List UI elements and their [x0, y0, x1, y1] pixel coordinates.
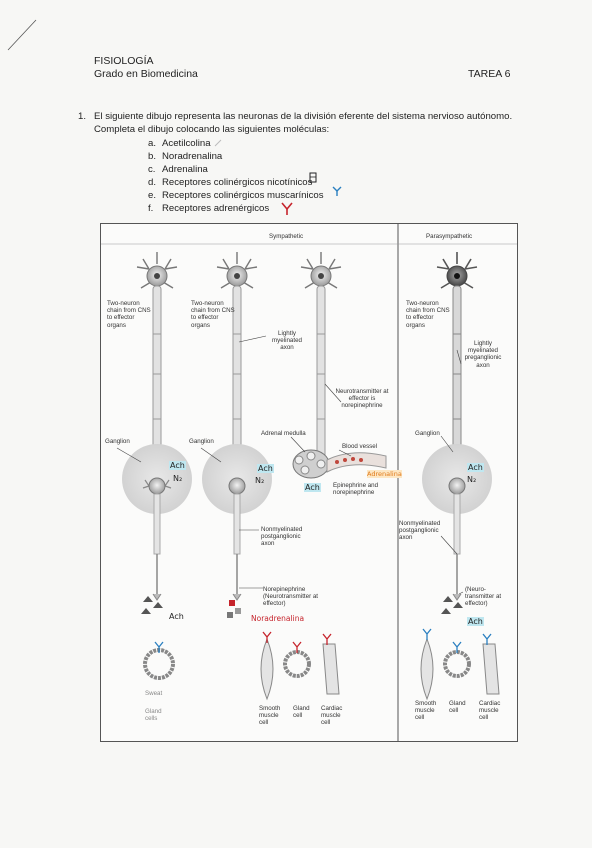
- gland-cell-label-2: Gland cell: [449, 700, 466, 715]
- two-neuron-chain-label-1: Two-neuron chain from CNS to effector or…: [107, 300, 151, 329]
- ganglion-4: [422, 444, 492, 555]
- nonmyelinated-label-1: Nonmyelinated postganglionic axon: [261, 526, 303, 548]
- neuron-2: [216, 252, 258, 467]
- neurotransmitter-label: Neurotransmitter at effector is norepine…: [335, 388, 389, 410]
- option-c: c.Adrenalina: [148, 164, 208, 175]
- transmitter-cluster-1: [141, 596, 163, 614]
- ganglion-label-1: Ganglion: [105, 438, 130, 445]
- n2-annotation-1: N₂: [173, 474, 183, 483]
- smooth-muscle-drawing-2: [420, 628, 434, 701]
- cardiac-muscle-drawing-2: [482, 633, 500, 695]
- blood-vessel-drawing: [326, 452, 387, 473]
- question-number: 1.: [78, 111, 87, 122]
- lightly-myelinated-pre-label: Lightly myelinated preganglionic axon: [464, 340, 502, 369]
- nicotinic-receptor-icon: [309, 172, 317, 183]
- ganglion-label-2: Ganglion: [189, 438, 214, 445]
- ach-annotation-2: Ach: [257, 464, 274, 473]
- cardiac-muscle-label: Cardiac muscle cell: [321, 705, 343, 727]
- sweat-gland-drawing: [143, 641, 175, 680]
- question-line-1: El siguiente dibujo representa las neuro…: [94, 111, 513, 122]
- acetylcholine-mark-icon: [214, 139, 222, 147]
- adrenergic-receptor-icon: [281, 202, 293, 215]
- gland-cell-drawing-2: [443, 641, 471, 678]
- ach-annotation-5: Ach: [169, 612, 184, 621]
- n2-annotation-2: N₂: [255, 476, 265, 485]
- adrenalina-annotation: Adrenalina: [367, 470, 402, 478]
- option-e: e.Receptores colinérgicos muscarínicos: [148, 190, 324, 201]
- option-f: f.Receptores adrenérgicos: [148, 203, 270, 214]
- degree-title: Grado en Biomedicina: [94, 68, 198, 80]
- transmitter-cluster-2: [227, 600, 241, 618]
- gland-cell-label: Gland cell: [293, 705, 310, 720]
- option-symbols: [214, 139, 342, 215]
- transmitter-cluster-4: [441, 596, 463, 614]
- question-line-2: Completa el dibujo colocando las siguien…: [94, 124, 330, 135]
- adrenal-medulla-drawing: [292, 449, 330, 479]
- autonomic-figure: Sympathetic Parasympathetic Two-neuron c…: [100, 223, 518, 742]
- option-b: b.Noradrenalina: [148, 151, 223, 162]
- ach-annotation-3: Ach: [304, 483, 321, 492]
- smooth-muscle-label: Smooth muscle cell: [259, 705, 281, 727]
- cardiac-muscle-label-2: Cardiac muscle cell: [479, 700, 501, 722]
- pen-mark: [7, 19, 37, 51]
- neuron-3: [300, 252, 342, 467]
- nonmyelinated-label-2: Nonmyelinated postganglionic axon: [399, 520, 441, 542]
- blood-vessel-label: Blood vessel: [342, 443, 378, 450]
- noradrenalina-annotation: Noradrenalina: [251, 614, 305, 623]
- ach-annotation-1: Ach: [169, 461, 186, 470]
- ach-annotation-6: Ach: [467, 617, 484, 626]
- parasympathetic-title: Parasympathetic: [426, 233, 473, 240]
- task-label: TAREA 6: [468, 68, 511, 80]
- smooth-muscle-label-2: Smooth muscle cell: [415, 700, 437, 722]
- gland-cells-label: Gland cells: [145, 708, 162, 723]
- course-title: FISIOLOGÍA: [94, 55, 154, 67]
- neuro-transmitter-label: (Neuro- transmitter at effector): [465, 586, 502, 608]
- gland-cell-drawing: [283, 641, 311, 678]
- option-a: a.Acetilcolina: [148, 138, 211, 149]
- neuron-1: [136, 252, 178, 467]
- ganglion-2: [202, 444, 272, 555]
- norepinephrine-label: Norepinephrine (Neurotransmitter at effe…: [263, 586, 319, 608]
- smooth-muscle-drawing: [260, 631, 274, 701]
- figure-drawing: [101, 224, 517, 741]
- cardiac-muscle-drawing: [322, 633, 340, 695]
- n2-annotation-4: N₂: [467, 475, 477, 484]
- sympathetic-title: Sympathetic: [269, 233, 304, 240]
- lightly-myelinated-label: Lightly myelinated axon: [272, 330, 302, 352]
- epinephrine-label: Epinephrine and norepinephrine: [333, 482, 379, 497]
- two-neuron-chain-label-3: Two-neuron chain from CNS to effector or…: [406, 300, 450, 329]
- ach-annotation-4: Ach: [467, 463, 484, 472]
- option-d: d.Receptores colinérgicos nicotínicos: [148, 177, 313, 188]
- adrenal-medulla-label: Adrenal medulla: [261, 430, 306, 437]
- muscarinic-receptor-icon: [332, 186, 342, 196]
- sweat-label: Sweat: [145, 690, 163, 697]
- two-neuron-chain-label-2: Two-neuron chain from CNS to effector or…: [191, 300, 235, 329]
- ganglion-label-4: Ganglion: [415, 430, 440, 437]
